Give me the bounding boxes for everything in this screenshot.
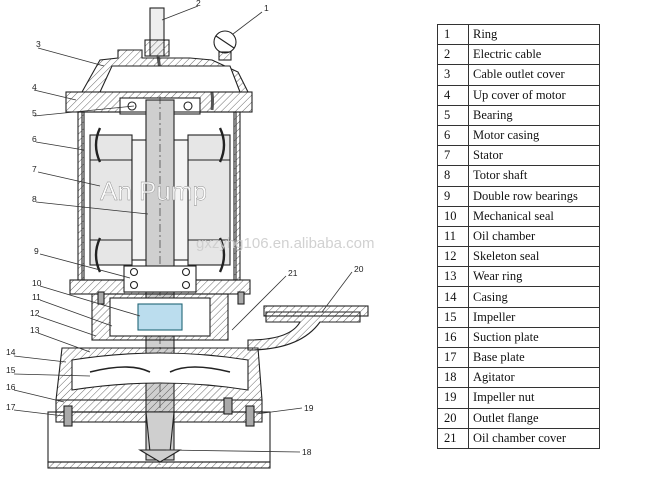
part-name: Double row bearings (468, 185, 600, 207)
part-name: Motor casing (468, 124, 600, 147)
part-number: 4 (437, 84, 469, 106)
part-number: 11 (437, 225, 469, 248)
part-name: Totor shaft (468, 165, 600, 187)
part-name: Skeleton seal (468, 246, 600, 268)
callout-3: 3 (36, 39, 41, 49)
part-number: 15 (437, 306, 469, 328)
part-number: 13 (437, 266, 469, 288)
callout-20: 20 (354, 264, 364, 274)
part-name: Up cover of motor (468, 84, 600, 106)
callout-5: 5 (32, 108, 37, 118)
part-number: 12 (437, 246, 469, 268)
callout-13: 13 (30, 325, 40, 335)
part-name: Impeller (468, 306, 600, 328)
part-number: 14 (437, 286, 469, 308)
callout-9: 9 (34, 246, 39, 256)
part-name: Wear ring (468, 266, 600, 288)
part-name: Oil chamber cover (468, 427, 600, 449)
part-number: 10 (437, 205, 469, 227)
part-name: Bearing (468, 104, 600, 126)
part-name: Cable outlet cover (468, 64, 600, 86)
callout-6: 6 (32, 134, 37, 144)
part-name: Stator (468, 145, 600, 167)
mechanical-seal (137, 303, 183, 331)
watermark-url: gxzyhg106.en.alibaba.com (196, 235, 374, 252)
outlet-flange (263, 305, 369, 317)
callout-4: 4 (32, 82, 37, 92)
callout-17: 17 (6, 402, 16, 412)
part-name: Ring (468, 23, 600, 46)
part-number: 8 (437, 165, 469, 187)
part-name: Oil chamber (468, 225, 600, 248)
part-name: Impeller nut (468, 387, 600, 409)
discharge-pipe (247, 311, 361, 351)
callout-15: 15 (6, 365, 16, 375)
part-name: Electric cable (468, 44, 600, 66)
part-number: 6 (437, 124, 469, 147)
part-number: 19 (437, 387, 469, 409)
part-name: Casing (468, 286, 600, 308)
callout-16: 16 (6, 382, 16, 392)
pump-sectional-drawing: 1 2 3 4 5 6 7 8 9 10 11 12 13 14 15 16 1… (6, 0, 374, 469)
callout-21: 21 (288, 268, 298, 278)
callout-1: 1 (264, 3, 269, 13)
callout-8: 8 (32, 194, 37, 204)
callout-11: 11 (32, 292, 41, 302)
callout-2: 2 (196, 0, 201, 8)
callout-12: 12 (30, 308, 40, 318)
part-number: 3 (437, 64, 469, 86)
part-number: 20 (437, 407, 469, 429)
impeller (71, 352, 249, 391)
part-number: 17 (437, 346, 469, 369)
part-number: 7 (437, 145, 469, 167)
part-number: 1 (437, 23, 469, 46)
pump-body (47, 7, 369, 469)
agitator (145, 411, 175, 453)
callout-10: 10 (32, 278, 42, 288)
part-number: 21 (437, 427, 469, 449)
part-number: 9 (437, 185, 469, 207)
part-number: 16 (437, 326, 469, 349)
callout-19: 19 (304, 403, 314, 413)
part-number: 5 (437, 104, 469, 126)
part-name: Mechanical seal (468, 205, 600, 227)
callout-14: 14 (6, 347, 16, 357)
callout-18: 18 (302, 447, 312, 457)
leader-lines (13, 5, 353, 453)
part-number: 18 (437, 367, 469, 389)
callout-numbers: 1 2 3 4 5 6 7 8 9 10 11 12 13 14 15 16 1… (6, 0, 364, 457)
callout-7: 7 (32, 164, 37, 174)
part-name: Agitator (468, 367, 600, 389)
part-name: Outlet flange (468, 407, 600, 429)
watermark-brand: An Pump (100, 176, 207, 206)
part-name: Base plate (468, 346, 600, 369)
part-name: Suction plate (468, 326, 600, 349)
part-number: 2 (437, 44, 469, 66)
